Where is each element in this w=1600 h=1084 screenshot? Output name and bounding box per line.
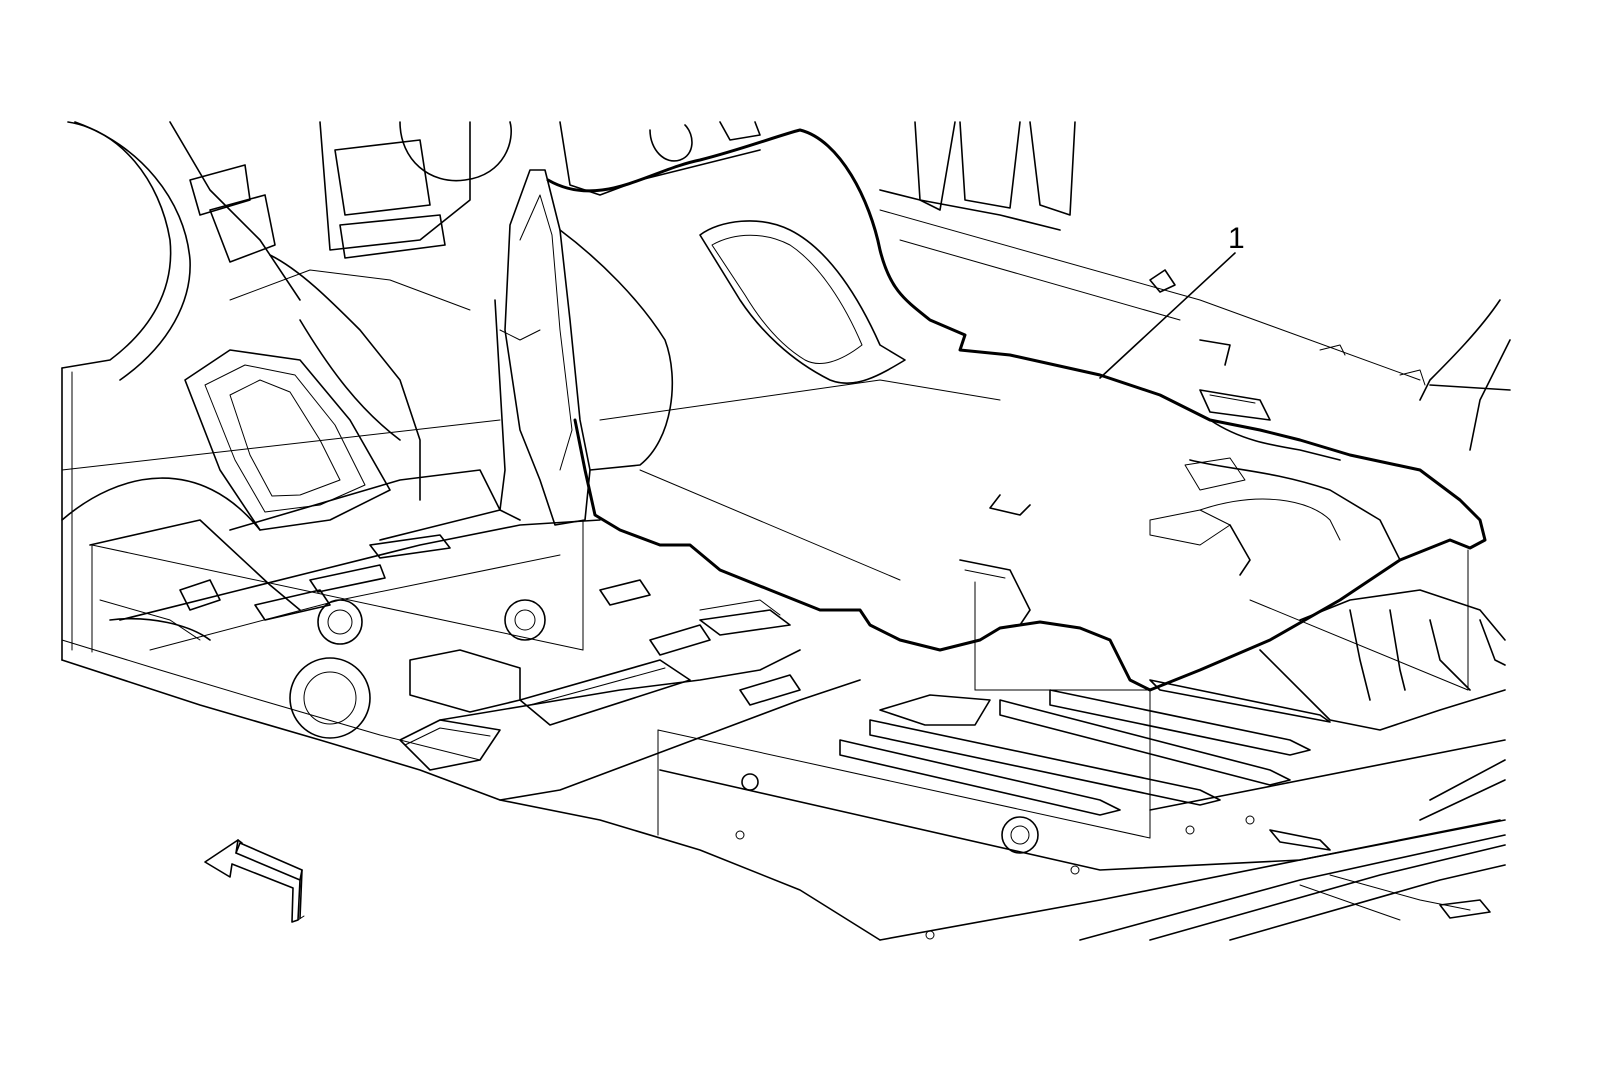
left-footwell bbox=[61, 349, 391, 531]
front-footwell-outline bbox=[89, 519, 301, 641]
floor-carpet-item-1 bbox=[546, 128, 1487, 692]
right-side-structure bbox=[559, 121, 1511, 451]
front-direction-arrow-icon bbox=[204, 839, 305, 923]
callout-1-label: 1 bbox=[1228, 222, 1245, 255]
dash-and-door-structure bbox=[61, 121, 512, 661]
callout-1: 1 bbox=[1099, 222, 1245, 379]
center-tunnel-trim bbox=[494, 169, 591, 526]
alignment-lines bbox=[71, 371, 1469, 839]
floor-pan bbox=[61, 469, 881, 941]
rear-floor-pan bbox=[659, 589, 1506, 941]
callout-1-leader bbox=[1099, 252, 1236, 379]
